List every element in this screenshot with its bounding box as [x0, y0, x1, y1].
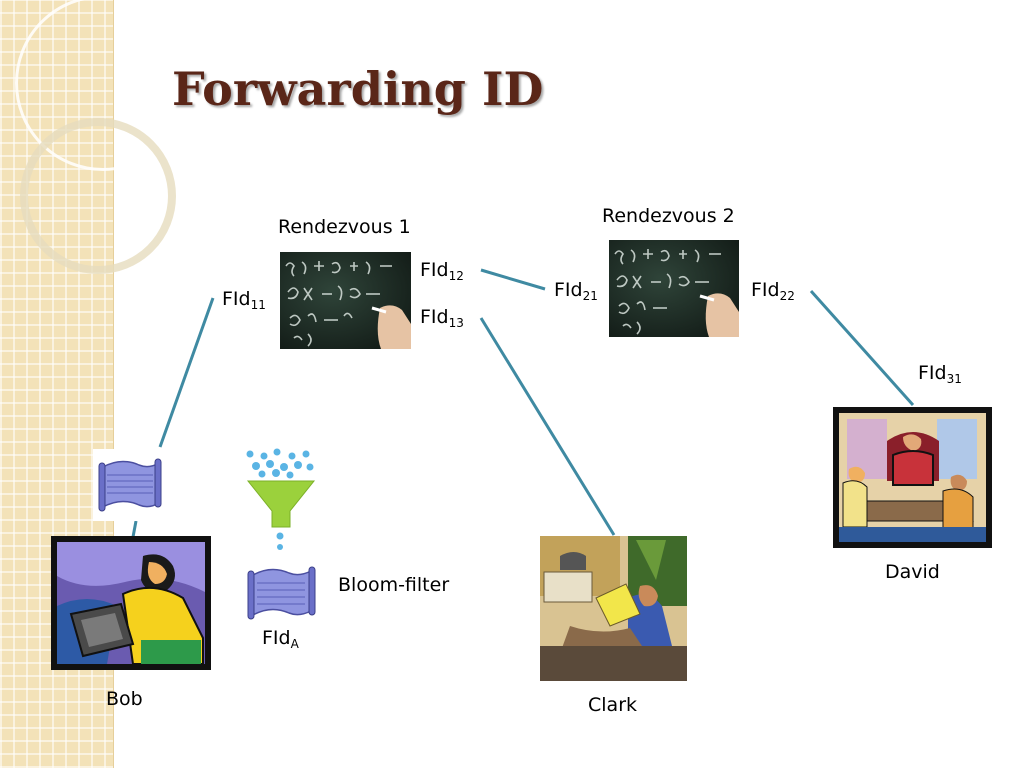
funnel-icon	[244, 448, 318, 553]
decorative-ring	[20, 118, 176, 274]
connector-rv2-david	[809, 289, 915, 407]
fid-11-label: FId11	[222, 288, 266, 312]
connector-bob-scroll	[131, 520, 138, 538]
connector-rv1-rv2	[480, 268, 546, 291]
bloom-filter-label: Bloom-filter	[338, 574, 450, 596]
bob-label: Bob	[106, 688, 143, 710]
decorative-side-band	[0, 0, 191, 768]
fid-a-label: FIdA	[262, 627, 299, 651]
rendezvous-1-label: Rendezvous 1	[278, 216, 411, 238]
bloom-filter-scroll-icon	[243, 563, 321, 625]
fid-31-label: FId31	[918, 362, 962, 386]
rendezvous-1-chalkboard-image	[280, 252, 411, 349]
bob-computer-user-image	[51, 536, 211, 670]
david-label: David	[885, 561, 940, 583]
clark-label: Clark	[588, 694, 638, 716]
fid-12-label: FId12	[420, 259, 464, 283]
david-meeting-image	[833, 407, 992, 548]
rendezvous-2-chalkboard-image	[609, 240, 739, 337]
scroll-icon	[93, 449, 168, 521]
fid-22-label: FId22	[751, 279, 795, 303]
clark-reading-image	[540, 536, 687, 681]
fid-13-label: FId13	[420, 306, 464, 330]
connector-rv1-clark	[479, 317, 616, 536]
rendezvous-2-label: Rendezvous 2	[602, 205, 735, 227]
fid-21-label: FId21	[554, 279, 598, 303]
connector-bob-rv1	[158, 297, 215, 448]
slide-title: Forwarding ID	[172, 62, 544, 116]
